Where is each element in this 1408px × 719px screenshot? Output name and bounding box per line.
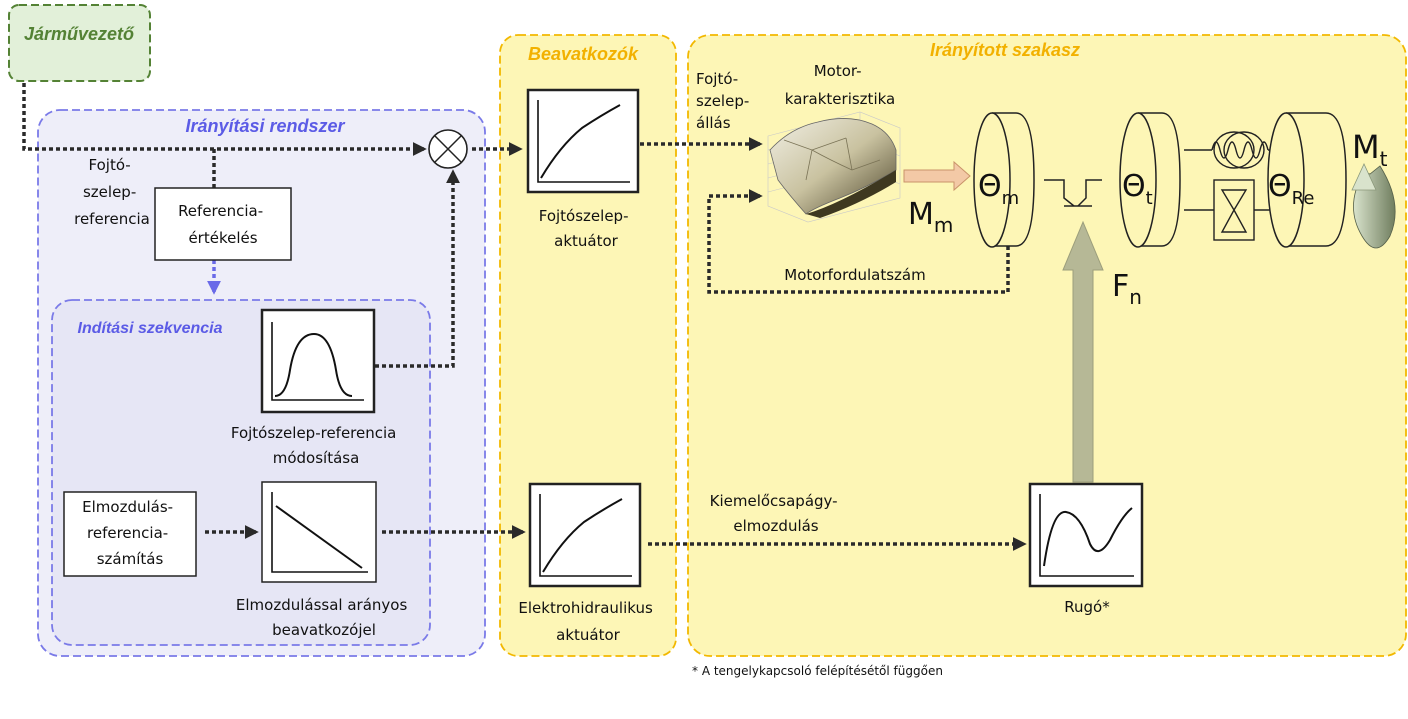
engine-map-surface (767, 111, 901, 223)
throttle-actuator-label: Fojtószelep- aktuátor (539, 207, 634, 250)
throttle-ref-label: Fojtó- szelep- referencia (74, 156, 150, 228)
mt-symbol: Mt (1352, 128, 1388, 171)
footnote: * A tengelykapcsoló felépítésétől függőe… (692, 664, 943, 678)
theta-re-symbol: ΘRe (1268, 169, 1314, 209)
engine-inertia-cylinder (973, 112, 1035, 248)
electrohydraulic-actuator-label: Elektrohidraulikus aktuátor (518, 599, 657, 644)
throttle-actuator-block (526, 88, 640, 194)
mm-symbol: Mm (908, 197, 953, 237)
svg-text:Referencia- értékelés: Referencia- értékelés (178, 202, 268, 247)
actuators-title: Beavatkozók (528, 44, 639, 64)
engine-map-label: Motor- karakterisztika (785, 62, 895, 108)
theta-t-symbol: Θt (1122, 169, 1153, 209)
electrohydraulic-actuator-block (528, 482, 642, 588)
disp-ref-calc-block: Elmozdulás- referencia- számítás (63, 491, 197, 577)
svg-text:Elmozdulás- referencia-: Elmozdulás- referencia- számítás (82, 498, 178, 568)
fn-symbol: Fn (1112, 269, 1142, 309)
throttle-position-label: Fojtó- szelep- állás (696, 70, 754, 132)
fn-force-arrow (1062, 220, 1104, 483)
ref-eval-block: Referencia- értékelés (154, 187, 292, 261)
throttle-ref-mod-block (260, 308, 376, 414)
spring-label: Rugó* (1064, 598, 1110, 616)
control-system-title: Irányítási rendszer (185, 116, 345, 136)
disp-prop-signal-label: Elmozdulással arányos beavatkozójel (236, 596, 412, 639)
driver-title: Járművezető (24, 24, 135, 44)
transmission-inertia-cylinder (1119, 112, 1181, 248)
spring-block (1028, 482, 1144, 588)
theta-m-symbol: Θm (978, 169, 1019, 209)
mt-torque-arrow (1351, 163, 1396, 249)
clutch-symbol (1044, 179, 1102, 207)
controlled-plant-title: Irányított szakasz (930, 40, 1080, 60)
vehicle-inertia-cylinder (1267, 112, 1347, 248)
signal-lines (22, 83, 1027, 551)
throttle-ref-mod-label: Fojtószelep-referencia módosítása (231, 424, 401, 467)
bearing-displacement-label: Kiemelőcsapágy- elmozdulás (710, 492, 843, 535)
start-sequence-title: Indítási szekvencia (78, 320, 223, 337)
disp-prop-signal-block (261, 481, 377, 583)
engine-speed-label: Motorfordulatszám (784, 266, 925, 284)
summation-node (428, 129, 468, 169)
mm-torque-arrow (903, 160, 971, 192)
driver-box: Járművezető (8, 4, 151, 82)
